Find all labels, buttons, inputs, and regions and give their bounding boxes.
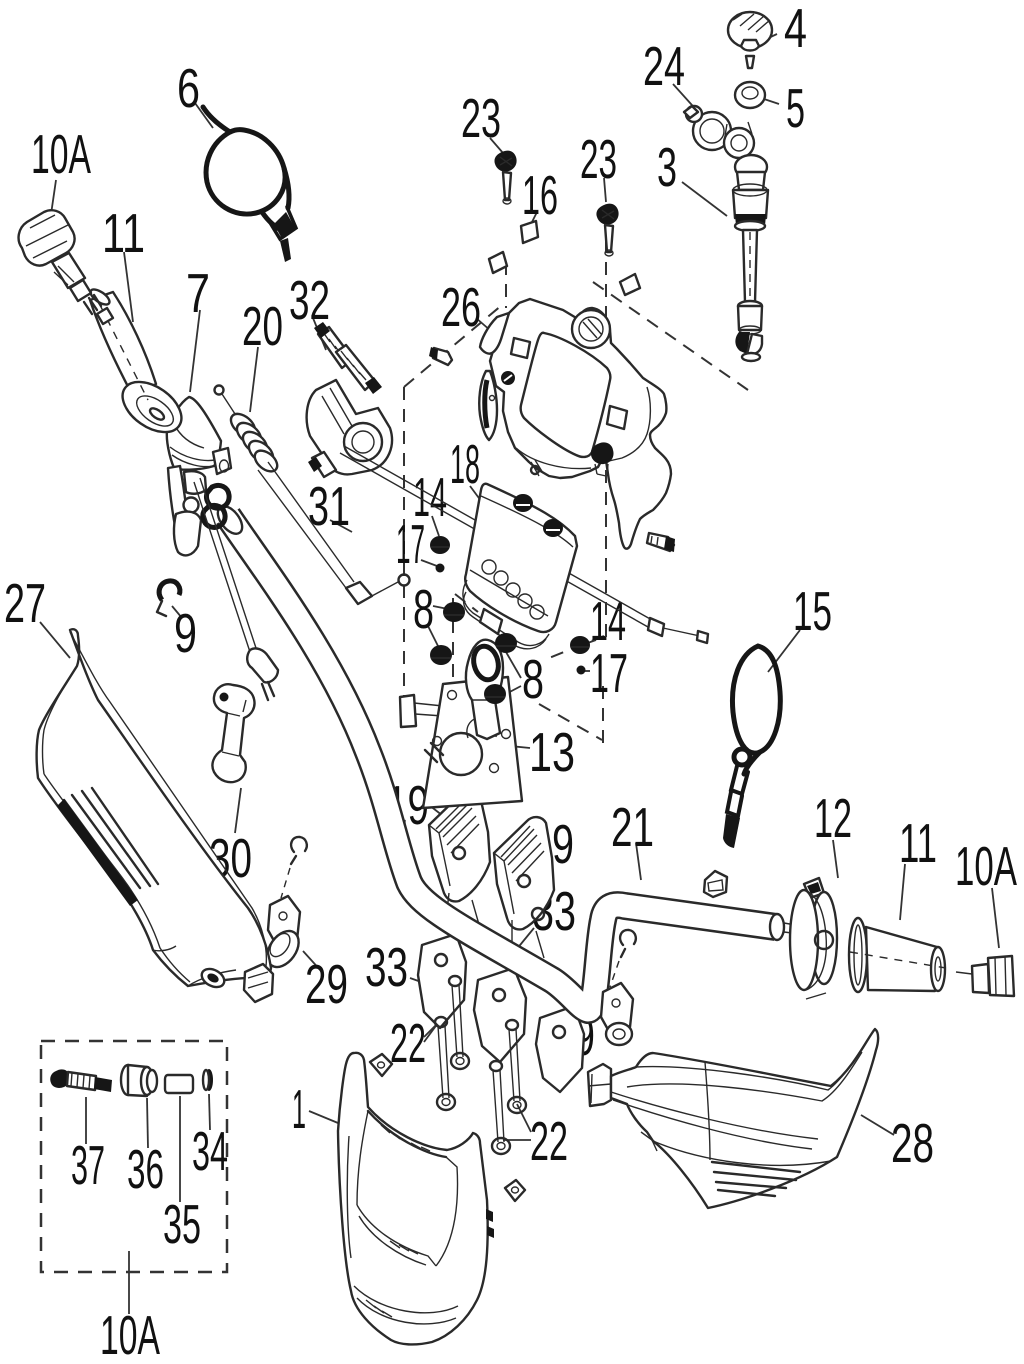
svg-text:9: 9 [174,602,197,664]
svg-text:26: 26 [441,276,481,338]
svg-text:8: 8 [413,578,434,640]
svg-text:22: 22 [530,1110,568,1172]
svg-text:29: 29 [305,953,348,1015]
svg-text:16: 16 [522,164,558,226]
svg-text:20: 20 [242,295,283,357]
svg-text:13: 13 [529,721,575,783]
svg-text:4: 4 [784,0,807,59]
svg-text:1: 1 [292,1078,306,1140]
svg-text:17: 17 [396,513,425,575]
svg-text:10A: 10A [955,835,1017,897]
svg-text:17: 17 [590,642,628,704]
svg-text:36: 36 [127,1138,164,1200]
svg-text:10A: 10A [31,123,91,185]
svg-text:10A: 10A [100,1304,160,1364]
svg-text:8: 8 [522,648,544,710]
svg-text:15: 15 [793,580,832,642]
svg-text:27: 27 [4,572,46,634]
svg-text:33: 33 [365,936,408,998]
svg-text:6: 6 [177,57,200,119]
svg-text:23: 23 [580,128,617,190]
svg-text:5: 5 [786,77,805,139]
svg-text:24: 24 [643,35,685,97]
svg-text:22: 22 [390,1012,426,1074]
svg-text:23: 23 [461,87,501,149]
svg-text:11: 11 [102,202,145,264]
svg-text:37: 37 [71,1134,105,1196]
svg-text:14: 14 [590,590,626,652]
svg-text:11: 11 [899,812,937,874]
svg-text:12: 12 [814,787,852,849]
svg-text:18: 18 [450,433,480,495]
svg-text:35: 35 [163,1193,201,1255]
svg-text:7: 7 [186,262,210,324]
svg-text:3: 3 [657,136,677,198]
svg-text:28: 28 [891,1112,934,1174]
svg-text:34: 34 [192,1120,228,1182]
svg-text:21: 21 [611,796,654,858]
svg-text:32: 32 [289,269,330,331]
